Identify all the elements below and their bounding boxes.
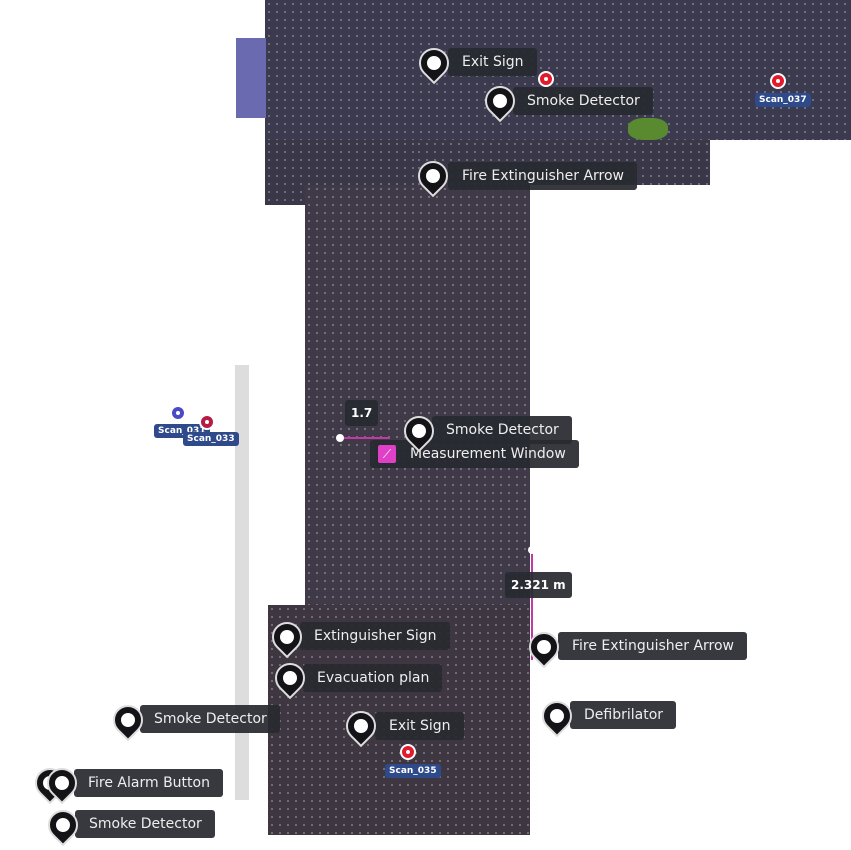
scan-marker[interactable] — [770, 73, 786, 89]
annotation-label: Fire Extinguisher Arrow — [572, 638, 735, 654]
annotation-smoke-detector[interactable]: Smoke Detector — [75, 810, 215, 838]
measure-point[interactable] — [528, 546, 536, 554]
annotation-exit-sign[interactable]: Exit Sign — [375, 712, 464, 740]
annotation-exit-sign[interactable]: Exit Sign — [448, 48, 537, 76]
annotation-smoke-detector[interactable]: Smoke Detector — [432, 416, 572, 444]
annotation-extinguisher-sign[interactable]: Extinguisher Sign — [300, 622, 450, 650]
annotation-fire-alarm-button[interactable]: Fire Alarm Button — [74, 769, 223, 797]
scan-marker[interactable] — [199, 414, 215, 430]
scan-marker[interactable] — [400, 744, 416, 760]
wall-left-blue — [236, 38, 266, 118]
annotation-fire-extinguisher-arrow[interactable]: Fire Extinguisher Arrow — [558, 632, 748, 660]
annotation-label: Smoke Detector — [154, 711, 267, 727]
scan-label[interactable]: Scan_033 — [183, 432, 239, 446]
annotation-label: Fire Alarm Button — [88, 775, 210, 791]
scan-label[interactable]: Scan_037 — [755, 93, 811, 107]
annotation-measurement-window[interactable]: Measurement Window — [370, 440, 579, 468]
plant — [628, 118, 668, 140]
annotation-smoke-detector[interactable]: Smoke Detector — [513, 87, 653, 115]
scan-marker[interactable] — [170, 405, 186, 421]
corridor — [305, 185, 530, 615]
annotation-evacuation-plan[interactable]: Evacuation plan — [303, 664, 443, 692]
annotation-label: Smoke Detector — [527, 93, 640, 109]
annotation-label: Measurement Window — [410, 446, 566, 462]
annotation-label: Exit Sign — [389, 718, 451, 734]
measurement-label: 1.7 — [345, 400, 379, 426]
scan-marker[interactable] — [538, 71, 554, 87]
annotation-label: Exit Sign — [462, 54, 524, 70]
measurement-label: 2.321 m — [505, 572, 572, 598]
annotation-defibrilator[interactable]: Defibrilator — [570, 701, 677, 729]
annotation-label: Extinguisher Sign — [314, 628, 437, 644]
ruler-icon: ⟋ — [378, 445, 396, 463]
annotation-label: Evacuation plan — [317, 670, 430, 686]
floor-top-area — [265, 0, 851, 140]
annotation-label: Smoke Detector — [446, 422, 559, 438]
scan-label[interactable]: Scan_035 — [385, 764, 441, 778]
annotation-label: Smoke Detector — [89, 816, 202, 832]
annotation-smoke-detector[interactable]: Smoke Detector — [140, 705, 280, 733]
annotation-fire-extinguisher-arrow[interactable]: Fire Extinguisher Arrow — [448, 162, 638, 190]
measure-point[interactable] — [336, 434, 344, 442]
wall-left-strip — [235, 365, 249, 800]
measure-line — [340, 437, 390, 439]
annotation-label: Defibrilator — [584, 707, 664, 723]
annotation-label: Fire Extinguisher Arrow — [462, 168, 625, 184]
measure-line — [531, 550, 533, 660]
